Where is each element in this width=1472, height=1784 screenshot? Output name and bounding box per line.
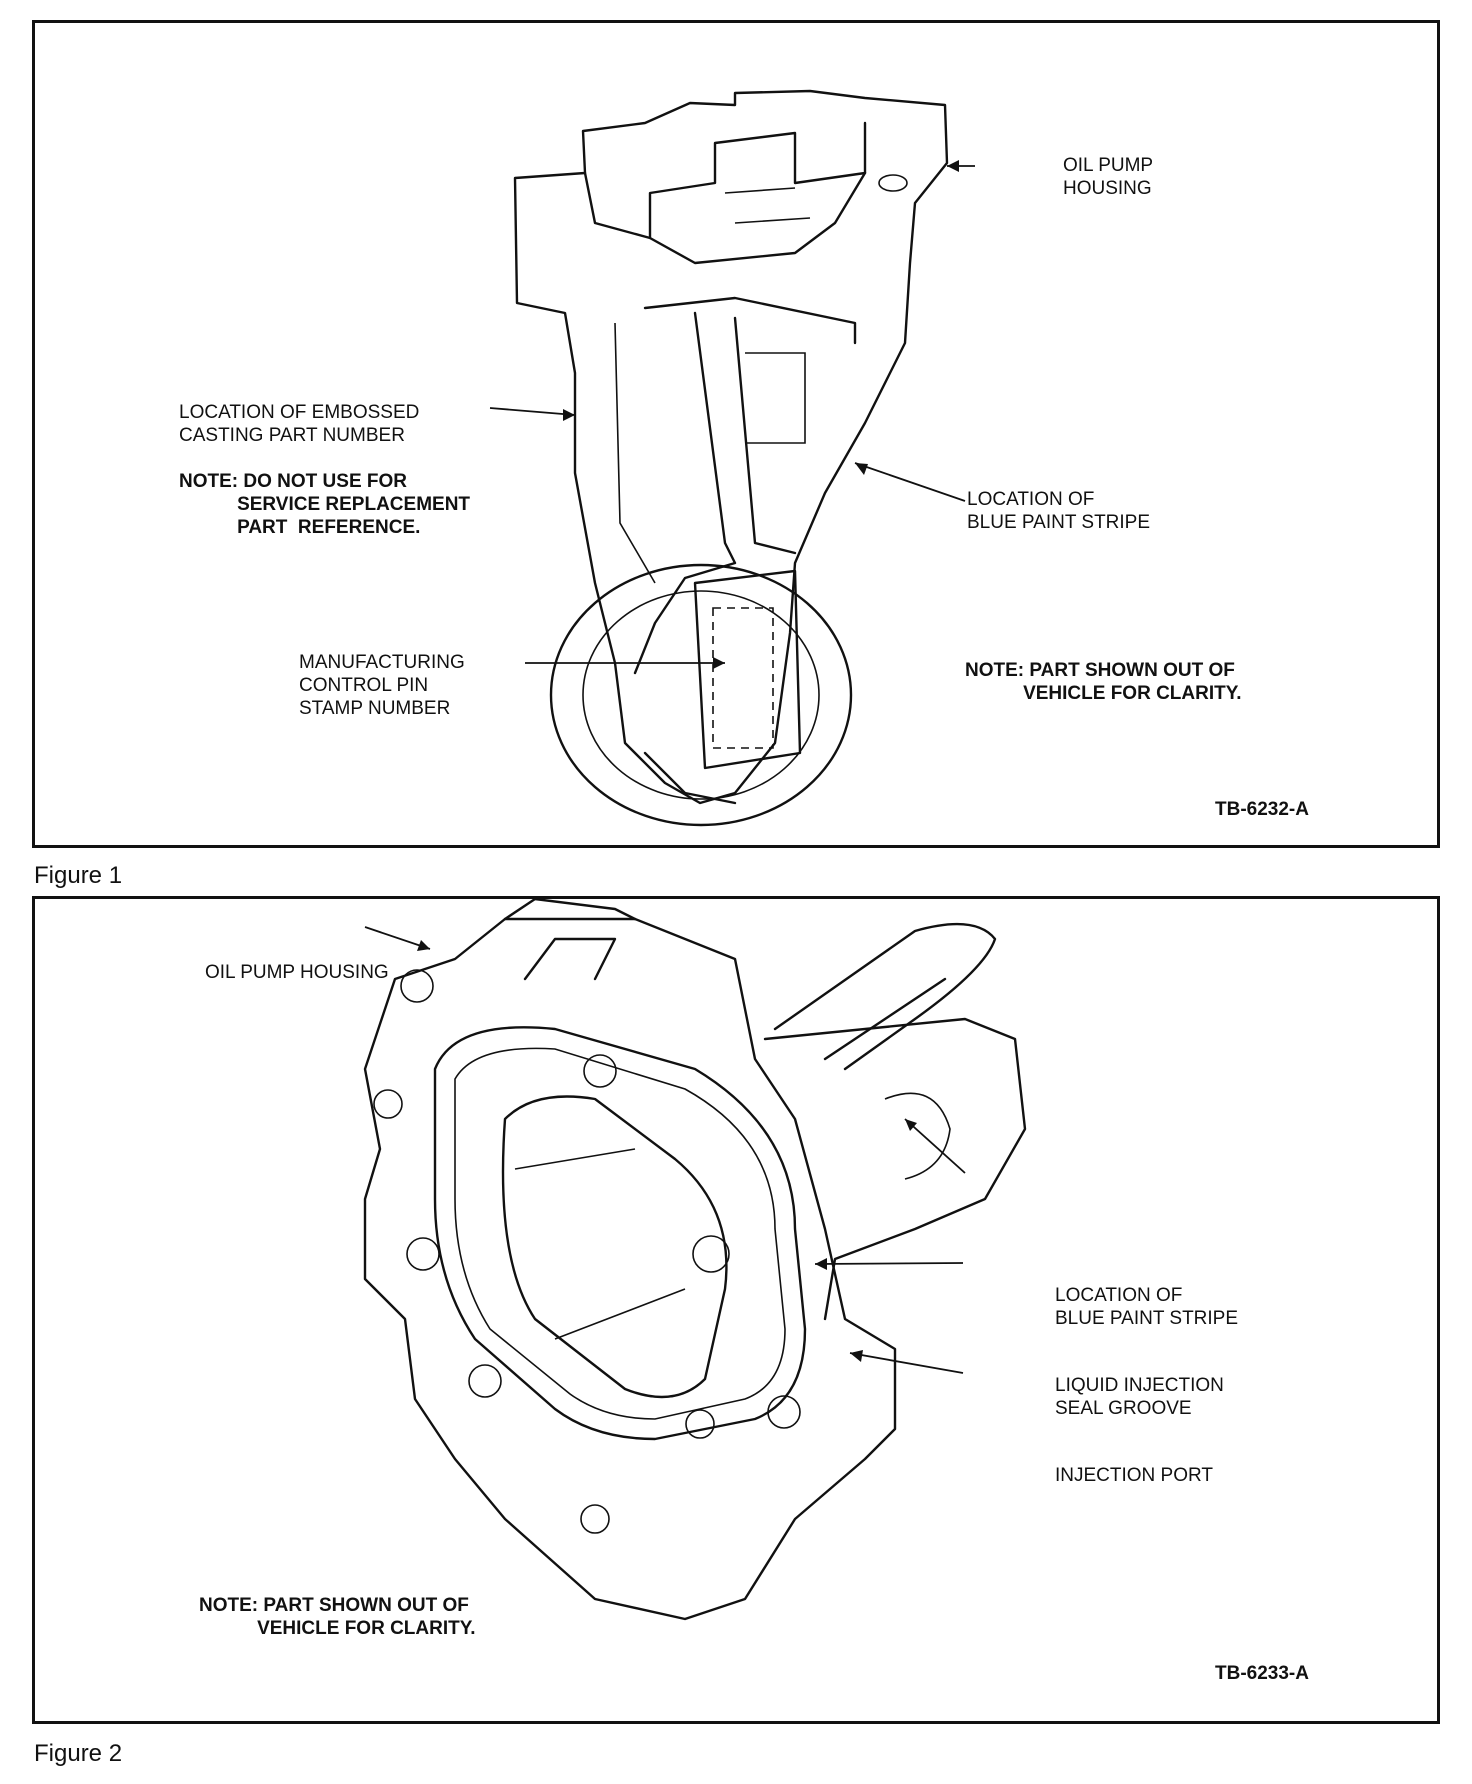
oil-pump-housing-side-illustration bbox=[489, 89, 975, 827]
label-injection-port: INJECTION PORT bbox=[1055, 1465, 1213, 1486]
figure-reference-code: TB-6233-A bbox=[1215, 1663, 1309, 1684]
figure-2-caption: Figure 2 bbox=[34, 1740, 123, 1767]
figure-reference-code: TB-6232-A bbox=[1215, 799, 1309, 820]
label-embossed-casting-location: LOCATION OF EMBOSSED CASTING PART NUMBER bbox=[179, 402, 420, 446]
label-oil-pump-housing: OIL PUMP HOUSING bbox=[205, 962, 389, 983]
note-out-of-vehicle: NOTE: PART SHOWN OUT OF VEHICLE FOR CLAR… bbox=[199, 1595, 476, 1639]
housing-flange bbox=[363, 917, 897, 1621]
flange-disc bbox=[549, 563, 853, 827]
outlet-tube bbox=[773, 922, 997, 1071]
label-oil-pump-housing: OIL PUMP HOUSING bbox=[1063, 155, 1154, 199]
note-out-of-vehicle: NOTE: PART SHOWN OUT OF VEHICLE FOR CLAR… bbox=[965, 660, 1242, 704]
housing-outline bbox=[513, 89, 949, 805]
oil-pump-housing-face-illustration bbox=[363, 899, 1027, 1621]
label-control-pin-stamp: MANUFACTURING CONTROL PIN STAMP NUMBER bbox=[299, 652, 465, 719]
label-blue-paint-stripe: LOCATION OF BLUE PAINT STRIPE bbox=[1055, 1285, 1239, 1329]
figure-1-caption: Figure 1 bbox=[34, 862, 123, 889]
label-seal-groove: LIQUID INJECTION SEAL GROOVE bbox=[1055, 1375, 1224, 1419]
label-blue-paint-stripe: LOCATION OF BLUE PAINT STRIPE bbox=[967, 489, 1151, 533]
figure-1-panel: OIL PUMP HOUSING LOCATION OF EMBOSSED CA… bbox=[32, 20, 1440, 848]
figure-2-panel: OIL PUMP HOUSING LOCATION OF BLUE PAINT … bbox=[32, 896, 1440, 1724]
note-do-not-use: NOTE: DO NOT USE FOR SERVICE REPLACEMENT… bbox=[179, 471, 471, 538]
